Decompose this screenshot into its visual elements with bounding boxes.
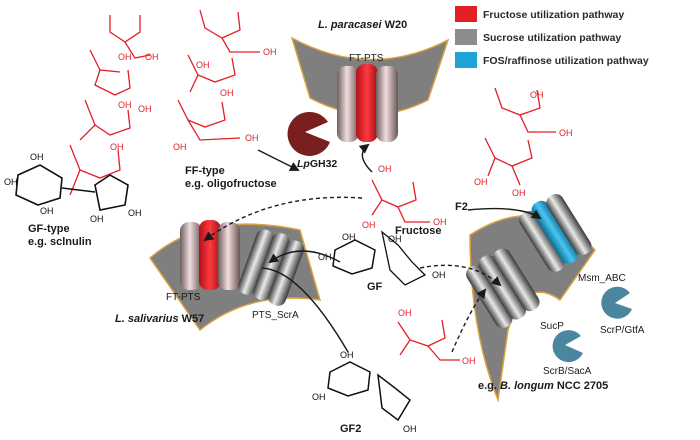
- msm-abc-label: Msm_ABC: [578, 273, 626, 284]
- gf2-atom-oh-5: OH: [403, 424, 417, 434]
- arrow-gf-to-sucp: [419, 264, 502, 287]
- gf2-atom-oh-2: OH: [462, 356, 476, 366]
- fructose-atom-oh-1: OH: [378, 164, 392, 174]
- ff-type-title: FF-type: [185, 165, 225, 177]
- fructose-label: Fructose: [395, 225, 441, 237]
- gf-sucrose-oh-1: OH: [342, 232, 356, 242]
- ff-atom-oh-4: OH: [173, 142, 187, 152]
- gf-sucrose-oh-2: OH: [318, 252, 332, 262]
- msm-abc-transporter: [519, 194, 592, 273]
- legend-swatch-sucrose: [455, 29, 477, 45]
- gf-type-structure: [69, 15, 151, 196]
- gf-atom-oh-2: OH: [118, 100, 132, 110]
- gf-fructose-ring: [380, 230, 427, 286]
- scrp-label: ScrP/GtfA: [600, 325, 645, 336]
- longum-label: e.g. B. longum NCC 2705: [478, 380, 608, 392]
- arrow-gf2-to-sucp: [451, 288, 487, 353]
- legend: Fructose utilization pathway Sucrose uti…: [455, 6, 649, 68]
- gf-type-title: GF-type: [28, 223, 70, 235]
- arrow-ff-to-lpgh32: [257, 149, 300, 171]
- ft-pts-top-label: FT-PTS: [349, 53, 384, 64]
- sucp-label: SucP: [540, 321, 564, 332]
- gf-type-glucose: [15, 164, 129, 211]
- legend-label-fos: FOS/raffinose utilization pathway: [483, 55, 649, 67]
- legend-label-fructose: Fructose utilization pathway: [483, 9, 624, 21]
- gf2-label: GF2: [340, 423, 361, 435]
- gf-sucrose-oh-4: OH: [432, 270, 446, 280]
- gf2-atom-oh-1: OH: [398, 308, 412, 318]
- lpgh32-label: LpGH32: [297, 158, 337, 170]
- arrow-gf2-into-pts-scra: [261, 267, 349, 353]
- gf2-atom-oh-4: OH: [312, 392, 326, 402]
- f2-label: F2: [455, 201, 468, 213]
- gf-atom-oh-8: OH: [40, 206, 54, 216]
- gf-atom-oh-6: OH: [4, 177, 18, 187]
- ff-atom-oh-1: OH: [263, 47, 277, 57]
- arrow-gf-into-pts-scra: [268, 250, 341, 264]
- fructose-structure: [371, 179, 430, 223]
- gf2-glucose-ring: [327, 361, 411, 422]
- gf2-fructose-chain: [397, 319, 460, 361]
- gf-sucrose-oh-3: OH: [388, 234, 402, 244]
- gf-atom-oh-9: OH: [90, 214, 104, 224]
- scrb-label: ScrB/SacA: [543, 366, 592, 377]
- arrow-f2-to-msm-abc: [467, 207, 542, 220]
- fructose-atom-oh-3: OH: [433, 217, 447, 227]
- f2-atom-oh-3: OH: [474, 177, 488, 187]
- gf-atom-oh-7: OH: [30, 152, 44, 162]
- paracasei-label: L. paracasei W20: [318, 19, 407, 31]
- gf-glucose-ring: [332, 239, 376, 275]
- legend-swatch-fructose: [455, 6, 477, 22]
- legend-label-sucrose: Sucrose utilization pathway: [483, 32, 621, 44]
- gf-atom-oh-4: OH: [145, 52, 159, 62]
- gf-atom-oh-3: OH: [110, 142, 124, 152]
- gf-atom-oh-5: OH: [138, 104, 152, 114]
- gf-atom-oh-10: OH: [128, 208, 142, 218]
- arrow-fructose-to-salivarius: [203, 196, 363, 242]
- fructose-atom-oh-2: OH: [362, 220, 376, 230]
- arrow-fructose-into-paracasei: [358, 143, 373, 173]
- gf-atom-oh-1: OH: [118, 52, 132, 62]
- f2-atom-oh-1: OH: [530, 90, 544, 100]
- f2-atom-oh-4: OH: [512, 188, 526, 198]
- lpgh32-enzyme-icon: [287, 111, 330, 156]
- gf-type-example: e.g. sclnulin: [28, 236, 92, 248]
- sucp-transporter: [466, 248, 540, 329]
- salivarius-label: L. salivarius W57: [115, 313, 204, 325]
- ff-type-structure: [177, 9, 260, 141]
- ft-pts-top-transporter: [337, 64, 398, 142]
- f2-structure: [484, 87, 556, 186]
- ft-pts-left-transporter: [180, 220, 240, 290]
- gf2-atom-oh-3: OH: [340, 350, 354, 360]
- ff-atom-oh-3: OH: [220, 88, 234, 98]
- pts-scra-label: PTS_ScrA: [252, 310, 299, 321]
- ff-type-example: e.g. oligofructose: [185, 178, 277, 190]
- pts-scra-transporter: [238, 229, 304, 306]
- ft-pts-left-label: FT-PTS: [166, 292, 201, 303]
- ff-atom-oh-5: OH: [245, 133, 259, 143]
- legend-swatch-fos: [455, 52, 477, 68]
- scrp-enzyme-icon: [601, 286, 632, 319]
- gf-label: GF: [367, 281, 383, 293]
- ff-atom-oh-2: OH: [196, 60, 210, 70]
- scrb-enzyme-icon: [552, 330, 583, 363]
- f2-atom-oh-2: OH: [559, 128, 573, 138]
